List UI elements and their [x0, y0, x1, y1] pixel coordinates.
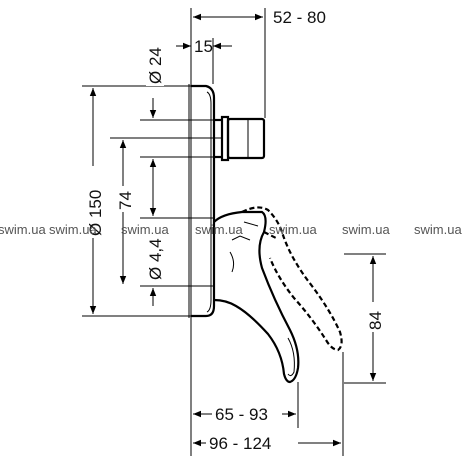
extension-lines [82, 8, 386, 456]
watermark-7: swim.ua [414, 222, 462, 237]
dim-44-label: Ø 4,4 [146, 238, 165, 280]
watermark-3: swim.ua [121, 222, 169, 237]
watermark-row: swim.ua swim.ua swim.ua swim.ua swim.ua … [0, 222, 462, 237]
watermark-2: swim.ua [49, 222, 97, 237]
dim-24-label: Ø 24 [146, 47, 165, 84]
dim-15-label: 15 [194, 37, 213, 56]
watermark-5: swim.ua [269, 222, 317, 237]
mixer-lever-alt [241, 206, 343, 352]
dim-84-label: 84 [366, 311, 385, 330]
dim-65-93-label: 65 - 93 [215, 405, 268, 424]
wall-plate [188, 84, 216, 318]
dim-52-80-label: 52 - 80 [273, 8, 326, 27]
dim-96-124-label: 96 - 124 [209, 434, 271, 453]
dim-150-label: Ø 150 [86, 190, 105, 236]
watermark-1: swim.ua [0, 222, 46, 237]
mixer-lever [213, 210, 300, 384]
watermark-6: swim.ua [342, 222, 390, 237]
dim-74-label: 74 [116, 191, 135, 210]
watermark-4: swim.ua [195, 222, 243, 237]
